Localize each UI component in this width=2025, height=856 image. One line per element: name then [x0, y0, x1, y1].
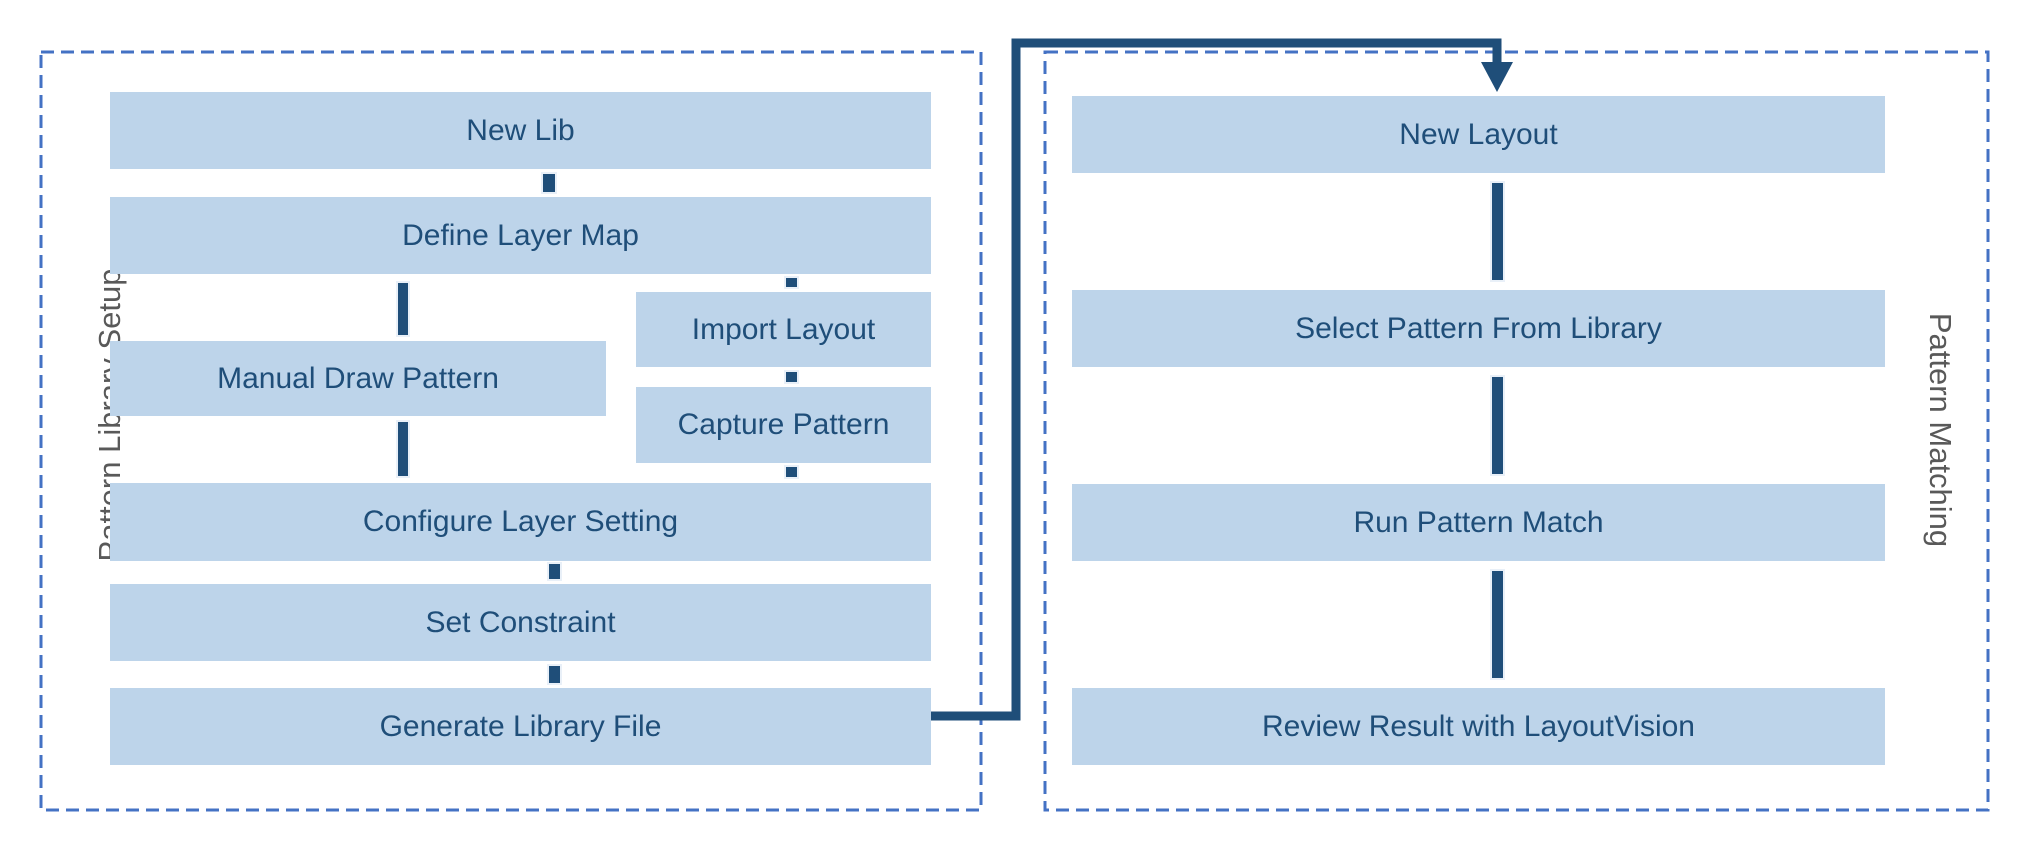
node-configure-layer-setting: Configure Layer Setting [110, 483, 931, 561]
node-capture-pattern: Capture Pattern [636, 387, 931, 463]
connector-configurelayersetting-setconstraint [547, 562, 562, 581]
connector-newlayout-selectpattern [1490, 181, 1505, 282]
node-new-layout: New Layout [1072, 96, 1885, 173]
node-run-pattern-match: Run Pattern Match [1072, 484, 1885, 561]
node-review-result-with-layoutvision: Review Result with LayoutVision [1072, 688, 1885, 765]
connector-manualdrawpattern-configurelayersetting [396, 420, 410, 478]
connector-newlib-definelayermap [541, 172, 557, 194]
right-panel-border [1043, 50, 1990, 812]
cross-panel-arrow-line [931, 38, 1502, 721]
connector-definelayermap-importlayout [784, 276, 799, 289]
connector-importlayout-capturepattern [784, 370, 799, 384]
connector-setconstraint-generatelibraryfile [547, 664, 562, 685]
connector-runpatternmatch-reviewresult [1490, 569, 1505, 680]
node-manual-draw-pattern: Manual Draw Pattern [110, 341, 606, 416]
connector-definelayermap-manualdrawpattern [396, 281, 410, 337]
node-set-constraint: Set Constraint [110, 584, 931, 661]
connector-selectpattern-runpatternmatch [1490, 375, 1505, 476]
node-select-pattern-from-library: Select Pattern From Library [1072, 290, 1885, 367]
left-panel-border [39, 50, 983, 812]
node-new-lib: New Lib [110, 92, 931, 169]
cross-panel-arrowhead [1481, 62, 1513, 92]
connector-capturepattern-configurelayersetting [784, 465, 799, 479]
node-generate-library-file: Generate Library File [110, 688, 931, 765]
node-import-layout: Import Layout [636, 292, 931, 367]
node-define-layer-map: Define Layer Map [110, 197, 931, 274]
